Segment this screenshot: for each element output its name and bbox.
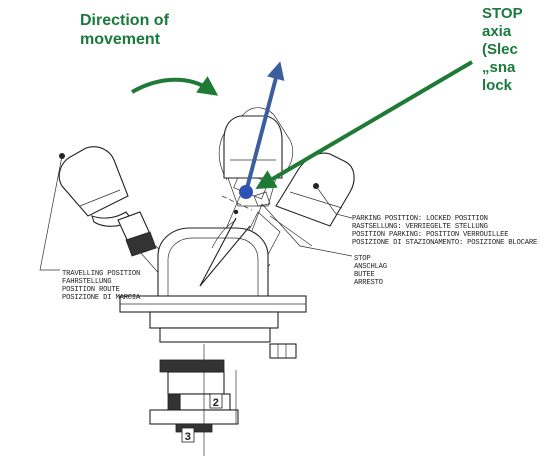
parking-label-line: PARKING POSITION: LOCKED POSITION [352, 215, 488, 223]
travelling-label-line: FAHRSTELLUNG [62, 278, 111, 286]
direction-callout-line: Direction of [80, 12, 169, 29]
direction-arrow [131, 76, 219, 96]
parking-label-line: POSITION PARKING: POSITION VERROUILLEE [352, 231, 508, 239]
stop-callout-line: „sna [482, 59, 516, 76]
stop-pointer-arrow [255, 60, 474, 190]
parking-label-line: RASTSELLUNG: VERRIEGELTE STELLUNG [352, 223, 488, 231]
axial-force-arrow [244, 61, 285, 193]
part-number-3: 3 [185, 432, 192, 444]
travelling-label-line: POSITION ROUTE [62, 286, 120, 294]
stop-label-line: STOP [354, 255, 370, 263]
parking-label-line: POSIZIONE DI STAZIONAMENTO: POSIZIONE BL… [352, 239, 537, 247]
stop-label: STOP ANSCHLAG BUTEE ARRESTO [354, 255, 387, 287]
stop-label-line: BUTEE [354, 271, 375, 279]
stop-callout-line: (Slec [482, 41, 518, 58]
stop-callout-line: axia [482, 23, 512, 40]
stop-point-dot [239, 185, 253, 199]
leader-lines [39, 155, 353, 271]
direction-callout: Direction of movement [80, 11, 169, 49]
stop-callout-line: STOP [482, 5, 523, 22]
stop-label-line: ARRESTO [354, 279, 383, 287]
travelling-label: TRAVELLING POSITION FAHRSTELLUNG POSITIO… [62, 270, 141, 302]
travelling-label-line: POSIZIONE DI MARCIA [62, 294, 141, 302]
pivot-geometry [199, 209, 251, 287]
travelling-label-line: TRAVELLING POSITION [62, 270, 140, 278]
direction-callout-line: movement [80, 31, 161, 48]
part-number-2: 2 [213, 398, 219, 410]
parking-label: PARKING POSITION: LOCKED POSITION RASTSE… [352, 215, 537, 247]
part-numbers: 2 3 [181, 393, 223, 444]
gear-housing [119, 227, 307, 456]
stop-callout-line: lock [482, 77, 513, 94]
stop-callout: STOP axia (Slec „sna lock [482, 5, 523, 95]
stop-label-line: ANSCHLAG [354, 263, 387, 271]
lever-travelling-position [58, 146, 187, 287]
